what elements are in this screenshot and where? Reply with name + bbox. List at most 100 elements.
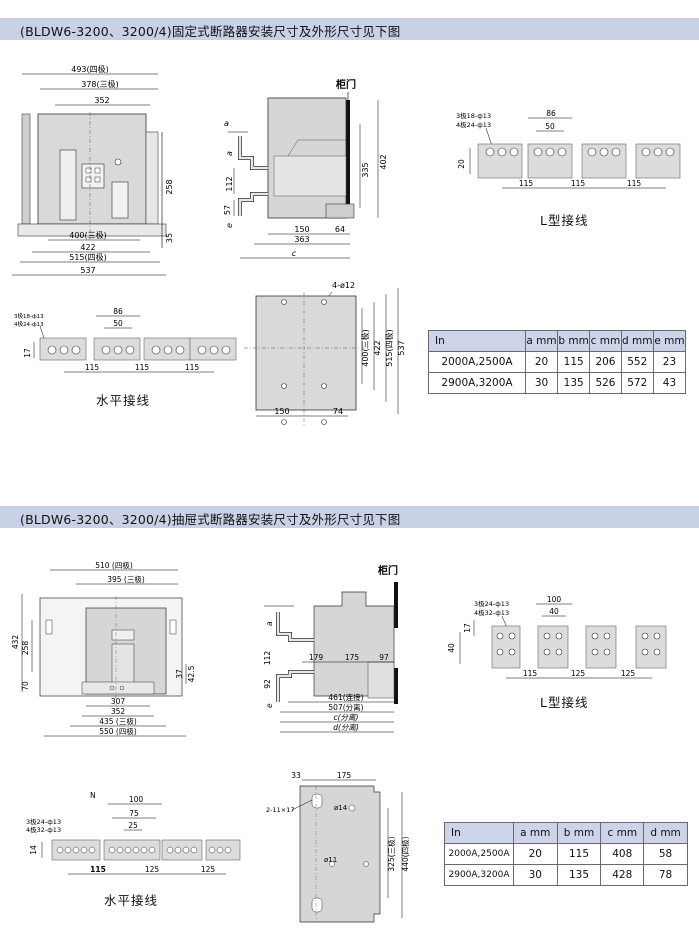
dim-175: 175 — [337, 771, 352, 780]
label-cabinet-door: 柜门 — [335, 78, 356, 91]
col-in: In — [444, 822, 514, 844]
dim-100: 100 — [547, 595, 562, 604]
dim-493: 493(四极) — [71, 64, 109, 74]
section-header-fixed: (BLDW6-3200、3200/4)固定式断路器安装尺寸及外形尺寸见下图 — [0, 18, 699, 40]
col-e: e mm — [652, 330, 687, 352]
fixed-mounting-view: 4-ø12 400(三极) 422 515(四极) 537 150 74 — [244, 281, 406, 426]
dim-461: 461(连接) — [328, 692, 363, 702]
dim-75: 75 — [129, 809, 139, 818]
dim-432: 432 — [11, 635, 20, 650]
dim-33: 33 — [291, 771, 301, 780]
dim-115-a: 115 — [519, 179, 534, 188]
dim-d: d(分离) — [333, 723, 359, 732]
col-c: c mm — [589, 330, 622, 352]
note-3pole: 3极24-ф13 — [26, 817, 61, 826]
fixed-l-bus-layout: 3极18-ф13 4极24-ф13 86 50 20 115 115 115 — [456, 109, 681, 189]
drawout-side-view: 柜门 a 112 92 e 179 175 97 461(连接) 507(分离)… — [263, 564, 398, 733]
dim-17: 17 — [463, 623, 472, 633]
dim-115-a: 115 — [85, 363, 100, 372]
caption-l-type: L型接线 — [540, 213, 589, 228]
dim-335: 335 — [361, 162, 370, 177]
dim-507: 507(分离) — [328, 702, 363, 712]
drawout-horizontal-bus-layout: N 100 75 25 3极24-ф13 4极32-ф13 14 115 125… — [26, 791, 241, 875]
col-b: b mm — [557, 330, 591, 352]
dim-307: 307 — [111, 697, 126, 706]
dim-378: 378(三极) — [81, 79, 119, 89]
note-4pole: 4极32-ф13 — [26, 825, 61, 834]
drawout-mounting-view: 33 175 2-11×17 ø14 ø11 325(三极) 440(四极) — [266, 771, 410, 923]
dim-352: 352 — [111, 707, 126, 716]
dim-115-c: 115 — [185, 363, 200, 372]
dim-258: 258 — [165, 179, 174, 194]
dim-125-a: 125 — [571, 669, 586, 678]
dim-20: 20 — [457, 159, 466, 169]
dim-175: 175 — [345, 653, 360, 662]
dim-395: 395 (三极) — [107, 574, 145, 584]
dim-e: e — [265, 703, 274, 708]
dim-a-top: a — [224, 119, 229, 128]
dim-400: 400(三极) — [69, 230, 107, 240]
col-in: In — [428, 330, 526, 352]
section-title: (BLDW6-3200、3200/4)固定式断路器安装尺寸及外形尺寸见下图 — [20, 24, 401, 39]
dim-115: 115 — [523, 669, 538, 678]
dim-d14: ø14 — [334, 804, 348, 812]
dim-125-b: 125 — [201, 865, 216, 874]
dim-510: 510 (四极) — [95, 560, 133, 570]
dim-363: 363 — [294, 235, 309, 244]
dim-115-b: 115 — [135, 363, 150, 372]
fixed-front-view: 493(四极) 378(三极) 352 258 35 400(三极) 422 5… — [12, 64, 174, 276]
dim-86: 86 — [546, 109, 556, 118]
dim-150: 150 — [274, 407, 289, 416]
section-header-drawout: (BLDW6-3200、3200/4)抽屉式断路器安装尺寸及外形尺寸见下图 — [0, 506, 699, 528]
dim-402: 402 — [379, 154, 388, 169]
dim-40-v: 40 — [447, 643, 456, 653]
fixed-horizontal-bus-layout: 3极18-ф13 4极24-ф13 86 50 17 115 115 115 — [14, 307, 237, 373]
dim-422: 422 — [373, 340, 382, 355]
note-4pole: 4极24-ф13 — [14, 320, 44, 328]
label-cabinet-door: 柜门 — [377, 564, 398, 577]
dim-holes: 2-11×17 — [266, 806, 294, 814]
dim-440: 440(四极) — [400, 836, 410, 871]
dim-100: 100 — [129, 795, 144, 804]
dim-86: 86 — [113, 307, 123, 316]
dim-50: 50 — [545, 122, 555, 131]
note-3pole: 3极18-ф13 — [456, 111, 491, 120]
note-3pole: 3极18-ф13 — [14, 312, 44, 320]
dim-112: 112 — [225, 176, 234, 191]
dim-35: 35 — [165, 233, 174, 243]
dim-179: 179 — [309, 653, 324, 662]
col-a: a mm — [513, 822, 558, 844]
dim-400: 400(三极) — [360, 329, 370, 367]
caption-l-type: L型接线 — [540, 695, 589, 710]
dim-a-side: a — [225, 151, 234, 156]
dim-50: 50 — [113, 319, 123, 328]
dim-435: 435 (三极) — [99, 716, 137, 726]
drawout-front-view: 510 (四极) 395 (三极) 432 258 70 37 42.5 307… — [11, 560, 196, 737]
dim-258: 258 — [21, 641, 30, 656]
dim-74: 74 — [333, 407, 343, 416]
dim-150: 150 — [294, 225, 309, 234]
dim-70: 70 — [21, 681, 30, 691]
dim-17: 17 — [23, 348, 32, 358]
caption-horizontal: 水平接线 — [96, 393, 151, 408]
col-d: d mm — [643, 822, 688, 844]
col-b: b mm — [556, 822, 602, 844]
dim-a-top: a — [265, 621, 274, 626]
dim-e: e — [225, 223, 234, 228]
dim-537: 537 — [397, 340, 406, 355]
dim-92: 92 — [263, 679, 272, 689]
dim-537: 537 — [80, 266, 95, 275]
drawout-l-bus-layout: 3极24-ф13 4极32-ф13 100 40 17 40 115 125 1… — [447, 595, 667, 679]
dim-352: 352 — [94, 96, 109, 105]
dim-14: 14 — [29, 845, 38, 855]
dim-40: 40 — [549, 607, 559, 616]
dim-550: 550 (四极) — [99, 726, 137, 736]
label-n: N — [90, 791, 96, 800]
dim-325: 325(三极) — [386, 836, 396, 871]
col-d: d mm — [620, 330, 654, 352]
